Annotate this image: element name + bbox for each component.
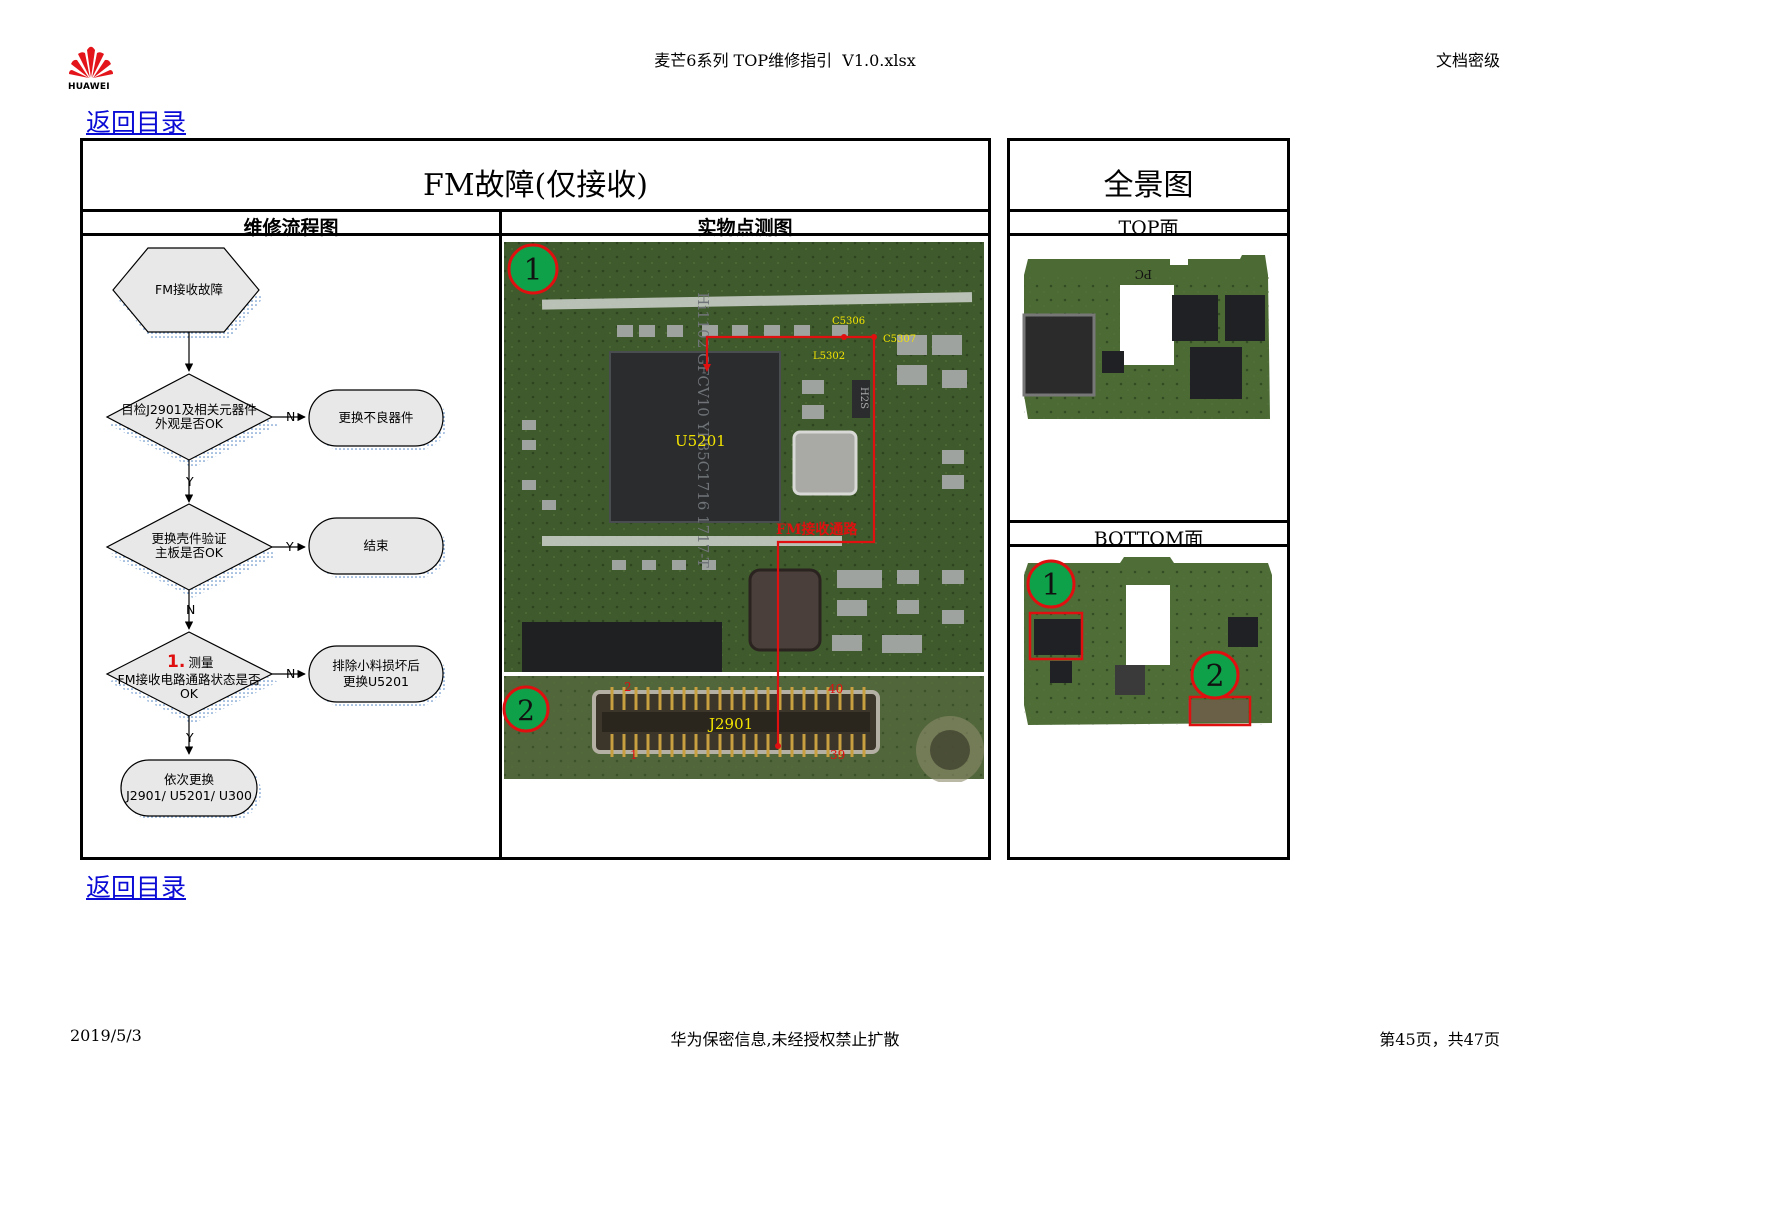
photo-column-header: 实物点测图 — [697, 217, 793, 239]
classification-label: 文档密级 — [1435, 51, 1500, 70]
bottom-marker-2-text: 2 — [1205, 659, 1224, 694]
pcb-test-point-photo: Hi1102 GFCV10 YP85C1716 1717-T H2S C5306… — [502, 242, 984, 782]
bottom-marker-2: 2 — [1190, 650, 1240, 700]
decision-housing-swap: 更换壳件验证 主板是否OK — [105, 503, 278, 598]
h2s-marking: H2S — [858, 387, 869, 409]
decision-3-line3: OK — [180, 686, 199, 701]
start-node: FM接收故障 — [112, 247, 263, 340]
l5302-label: L5302 — [813, 351, 845, 362]
back-to-contents-link[interactable]: 返回目录 — [86, 108, 187, 137]
decision-3-line2: FM接收电路通路状态是否 — [118, 672, 261, 687]
photo-j2901-area: J2901 2 40 1 39 2 — [502, 676, 984, 782]
huawei-petals-icon — [69, 46, 113, 78]
end-node-line1: 依次更换 — [164, 772, 215, 787]
decision-3-line1: 测量 — [188, 655, 213, 670]
decision-2-no: N — [186, 602, 195, 617]
flowchart-column-header: 维修流程图 — [243, 217, 339, 239]
top-face-header: TOP面 — [1118, 217, 1179, 239]
action-replace-part: 更换不良器件 — [308, 389, 447, 450]
decision-1-line2: 外观是否OK — [155, 416, 224, 431]
marker-1: 1 — [507, 243, 559, 295]
main-table-frame — [80, 138, 991, 860]
decision-2-line1: 更换壳件验证 — [151, 531, 227, 546]
document-title: 麦芒6系列 TOP维修指引 V1.0.xlsx — [654, 51, 916, 70]
decision-measure-path: 1. 测量 FM接收电路通路状态是否 OK — [105, 631, 278, 724]
end-node: 依次更换 J2901/ U5201/ U300 — [120, 759, 261, 820]
decision-1-no: N — [286, 409, 295, 424]
decision-3-number: 1. — [167, 652, 185, 672]
pin-1-label: 1 — [630, 748, 638, 762]
chip-marking: Hi1102 GFCV10 YP85C1716 1717-T — [694, 292, 712, 568]
bottom-marker-1-text: 1 — [1041, 568, 1060, 603]
pin-39-label: 39 — [830, 748, 845, 762]
decision-1-line1: 目检J2901及相关元器件 — [121, 402, 257, 417]
decision-visual-check: 目检J2901及相关元器件 外观是否OK — [105, 373, 278, 468]
top-board-text: PC — [1135, 267, 1152, 281]
action-2-text: 结束 — [363, 538, 389, 553]
panorama-table-frame — [1007, 138, 1290, 860]
footer-page-number: 第45页，共47页 — [1379, 1030, 1500, 1049]
huawei-logo: HUAWEI — [68, 44, 114, 92]
repair-flowchart: FM接收故障 目检J2901及相关元器件 外观是否OK N 更换不良器件 Y 更… — [105, 247, 447, 820]
decision-3-yes: Y — [185, 730, 194, 745]
start-node-text: FM接收故障 — [155, 282, 223, 297]
j2901-label: J2901 — [707, 715, 753, 733]
c5306-label: C5306 — [832, 316, 865, 327]
decision-1-yes: Y — [185, 474, 194, 489]
pin-40-label: 40 — [828, 682, 843, 696]
panorama-top-board: PC — [1022, 255, 1270, 419]
footer-confidential: 华为保密信息,未经授权禁止扩散 — [670, 1030, 900, 1049]
bottom-marker-1: 1 — [1026, 559, 1076, 609]
decision-3-no: N — [286, 666, 295, 681]
pin-2-label: 2 — [624, 680, 632, 694]
marker-2-text: 2 — [517, 694, 535, 727]
action-3-line1: 排除小料损坏后 — [332, 658, 420, 673]
c5307-label: C5307 — [883, 334, 916, 345]
marker-1-text: 1 — [523, 253, 542, 288]
photo-u5201-area: Hi1102 GFCV10 YP85C1716 1717-T H2S C5306… — [504, 242, 984, 746]
back-to-contents-link-bottom[interactable]: 返回目录 — [86, 873, 187, 902]
action-1-text: 更换不良器件 — [338, 410, 413, 425]
action-replace-u5201: 排除小料损坏后 更换U5201 — [308, 645, 447, 706]
action-end: 结束 — [308, 517, 447, 578]
decision-2-line2: 主板是否OK — [155, 545, 224, 560]
footer-date: 2019/5/3 — [70, 1026, 142, 1045]
panorama-title: 全景图 — [1103, 168, 1194, 203]
fault-title: FM故障(仅接收) — [423, 168, 648, 203]
panorama-bottom-board: 1 2 — [1024, 557, 1272, 727]
end-node-line2: J2901/ U5201/ U300 — [125, 788, 252, 803]
action-3-line2: 更换U5201 — [343, 674, 409, 689]
logo-text: HUAWEI — [68, 82, 110, 92]
bottom-face-header: BOTTOM面 — [1093, 528, 1204, 550]
decision-2-yes: Y — [285, 539, 294, 554]
marker-2: 2 — [502, 685, 550, 733]
fm-path-label: FM接收通路 — [776, 521, 858, 538]
u5201-label: U5201 — [675, 432, 726, 450]
